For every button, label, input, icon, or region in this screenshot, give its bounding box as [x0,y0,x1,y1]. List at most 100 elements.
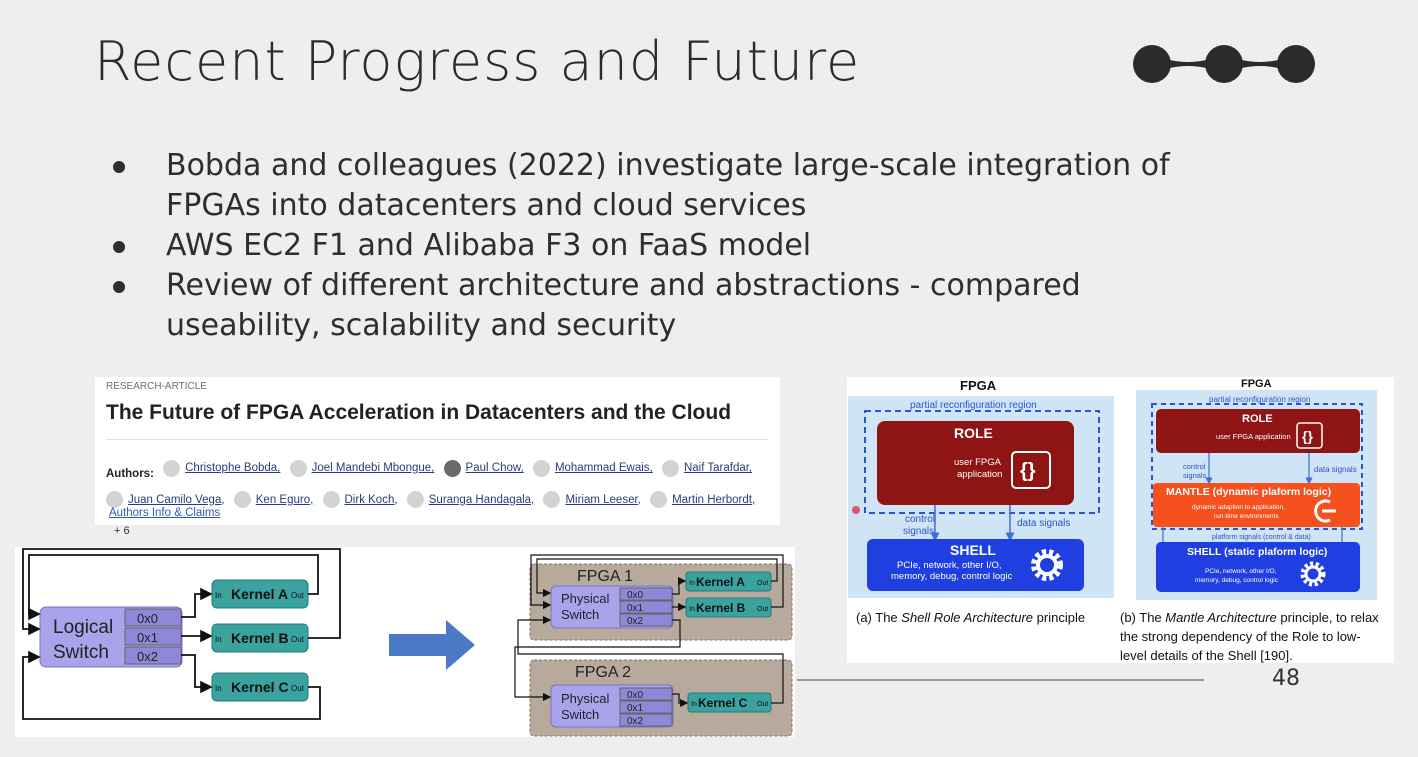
authors-info-link[interactable]: Authors Info & Claims [109,507,221,519]
author-name[interactable]: Martin Herbordt, [672,493,756,506]
figure-caption-b: the strong dependency of the Role to low… [1120,629,1361,644]
port-in-label: In [215,635,222,644]
author-list: Authors: Christophe Bobda, Joel Mandebi … [106,455,776,544]
author-name[interactable]: Christophe Bobda, [185,462,281,474]
port-label: 0x0 [627,690,644,701]
author-name[interactable]: Miriam Leeser, [565,493,641,506]
fpga-2-label: FPGA 2 [575,664,631,681]
fpga-1-label: FPGA 1 [577,568,633,585]
author-name[interactable]: Naif Tarafdar, [683,462,753,474]
shell-sub: memory, debug, control logic [891,571,1013,582]
article-tag: RESEARCH-ARTICLE [106,381,207,392]
bullet-list: Bobda and colleagues (2022) investigate … [110,146,1220,346]
kernel-label: Kernel C [231,679,289,695]
author-item[interactable]: Christophe Bobda, [163,455,280,481]
port-in-label: In [689,606,695,613]
physical-switch-label: Switch [561,707,599,722]
shell-sub: PCIe, network, other I/O, [897,560,1002,571]
author-name[interactable]: Suranga Handagala, [428,493,535,506]
author-name[interactable]: Juan Camilo Vega, [128,493,225,506]
port-out-label: Out [757,606,768,613]
author-item[interactable]: Joel Mandebi Mbongue, [289,455,435,481]
gear-icon [1031,549,1063,581]
avatar-icon [406,491,424,508]
avatar-icon [650,491,668,508]
fpga-title: FPGA [1241,378,1272,390]
role-sub: application [957,469,1002,480]
author-item[interactable]: Martin Herbordt, [650,487,755,513]
kernel-label: Kernel C [698,696,748,710]
port-out-label: Out [757,701,768,708]
author-name[interactable]: Dirk Koch, [344,493,398,506]
avatar-icon [233,491,251,508]
author-item[interactable]: Miriam Leeser, [543,487,641,513]
author-item[interactable]: Juan Camilo Vega, [106,487,225,513]
gear-icon [1300,561,1326,587]
author-item[interactable]: Paul Chow, [443,455,524,481]
figure-caption-b: (b) The Mantle Architecture principle, t… [1120,610,1379,625]
port-label: 0x1 [627,703,644,714]
author-item[interactable]: Suranga Handagala, [406,487,535,513]
role-label: ROLE [1242,413,1273,425]
svg-text:{}: {} [1020,460,1036,482]
transform-arrow-icon [389,620,475,670]
author-item[interactable]: Naif Tarafdar, [661,455,753,481]
kernel-label: Kernel B [696,601,746,615]
avatar-icon [106,491,123,508]
bullet-item: Review of different architecture and abs… [110,266,1220,346]
port-label: 0x2 [627,616,644,627]
port-label: 0x2 [627,716,644,727]
control-label: signals [1183,471,1207,480]
switch-diagram: Logical Switch 0x0 0x1 0x2 In Kernel A O… [15,547,795,737]
plug-icon [1314,499,1336,523]
role-sub: user FPGA application [1216,432,1291,441]
author-name[interactable]: Paul Chow, [465,462,524,474]
port-out-label: Out [757,580,768,587]
mantle-block [1153,483,1360,527]
figure-caption-a: (a) The Shell Role Architecture principl… [856,610,1085,625]
avatar-icon [163,459,181,477]
role-block [877,421,1074,505]
mantle-sub: run-time environments [1214,513,1279,520]
control-label: control [905,514,935,525]
kernel-c: In Kernel C Out [211,672,309,702]
platform-label: platform signals (control & data) [1212,534,1311,541]
article-card: RESEARCH-ARTICLE The Future of FPGA Acce… [95,377,780,537]
pointer-dot [852,506,860,514]
physical-switch-label: Physical [561,691,610,706]
more-authors-button[interactable]: + 6 [114,525,130,537]
data-label: data signals [1017,518,1070,529]
author-name[interactable]: Mohammad Ewais, [554,462,653,474]
avatar-icon [289,459,307,477]
port-out-label: Out [291,684,305,693]
mantle-sub: dynamic adaption to application, [1192,504,1285,511]
author-item[interactable]: Dirk Koch, [322,487,398,513]
bullet-item: AWS EC2 F1 and Alibaba F3 on FaaS model [110,226,1220,266]
author-name[interactable]: Joel Mandebi Mbongue, [311,462,435,474]
kernel-b: In Kernel B Out [211,623,309,653]
role-sub: user FPGA [954,457,1002,468]
avatar-icon [322,491,340,508]
shell-label: SHELL [950,542,996,558]
author-item[interactable]: Mohammad Ewais, [532,455,653,481]
port-out-label: Out [291,591,305,600]
shell-sub: PCIe, network, other I/O, [1205,568,1277,575]
fpga-architecture-figure: FPGA partial reconfiguration region ROLE… [847,377,1394,663]
author-name[interactable]: Ken Eguro, [255,493,314,506]
avatar-icon [661,459,679,477]
physical-switch-label: Physical [561,591,610,606]
code-braces-icon [1011,451,1051,489]
divider [106,439,768,440]
region-label: partial reconfiguration region [1209,395,1310,404]
article-title[interactable]: The Future of FPGA Acceleration in Datac… [106,401,732,424]
bullet-text: Review of different architecture and abs… [166,268,1081,343]
fpga-title: FPGA [960,378,997,393]
region-label: partial reconfiguration region [910,400,1037,411]
authors-label: Authors: [106,467,154,480]
logical-switch-label: Logical [53,617,113,638]
bullet-text: Bobda and colleagues (2022) investigate … [166,148,1170,223]
shell-sub: memory, debug, control logic [1195,577,1279,584]
author-item[interactable]: Ken Eguro, [233,487,314,513]
bullet-dot-icon [113,161,125,173]
kernel-label: Kernel B [231,630,289,646]
